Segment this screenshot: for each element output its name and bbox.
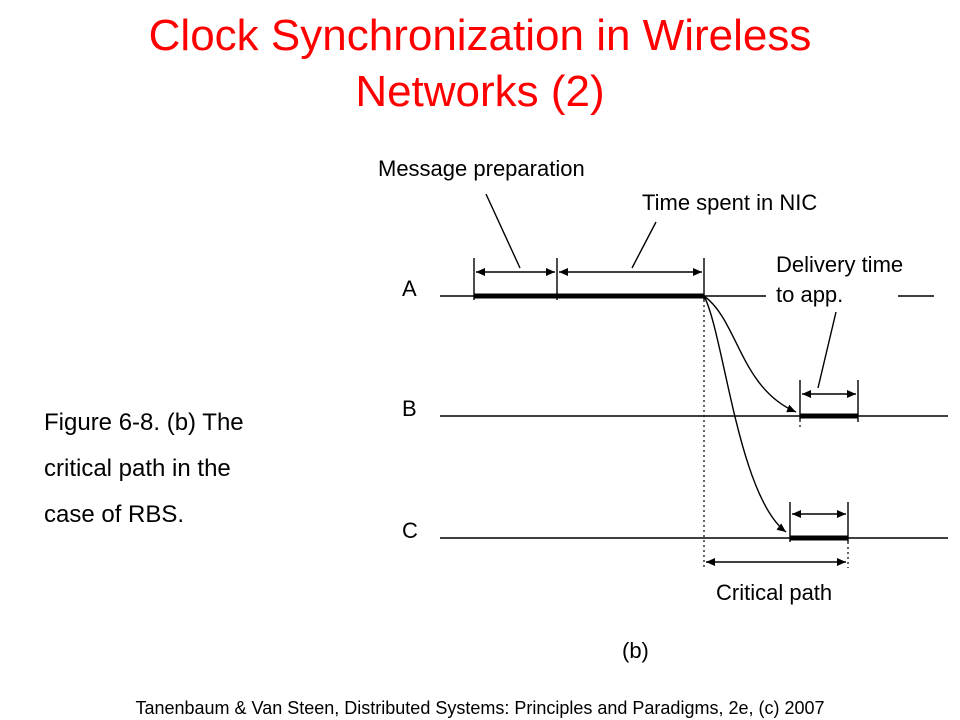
time-in-nic-label: Time spent in NIC (642, 190, 817, 215)
title-line-1: Clock Synchronization in Wireless (148, 11, 812, 60)
message-curve-to-c (703, 295, 787, 533)
rbs-critical-path-figure: Message preparation Time spent in NIC De… (370, 150, 960, 668)
figure-canvas: Message preparation Time spent in NIC De… (378, 156, 948, 663)
delivery-time-pointer (817, 311, 837, 389)
slide-title: Clock Synchronization in Wireless Networ… (0, 8, 960, 120)
time-in-nic-pointer (631, 221, 657, 269)
message-preparation-label: Message preparation (378, 156, 585, 181)
delivery-time-label-line-1: Delivery time (776, 252, 903, 277)
message-curve-to-b (703, 295, 797, 413)
title-line-2: Networks (2) (355, 67, 605, 116)
caption-line-3: case of RBS. (44, 501, 185, 528)
node-b-label: B (402, 396, 417, 421)
delivery-time-label-line-2: to app. (776, 282, 843, 307)
message-preparation-pointer (485, 193, 521, 269)
caption-line-1: Figure 6-8. (b) The (44, 409, 244, 436)
figure-caption: Figure 6-8. (b) The critical path in the… (44, 400, 344, 538)
node-a-label: A (402, 276, 417, 301)
figure-sub-label: (b) (622, 638, 649, 663)
slide-footer: Tanenbaum & Van Steen, Distributed Syste… (135, 698, 825, 718)
critical-path-label: Critical path (716, 580, 832, 605)
caption-line-2: critical path in the (44, 455, 231, 482)
node-c-label: C (402, 518, 418, 543)
